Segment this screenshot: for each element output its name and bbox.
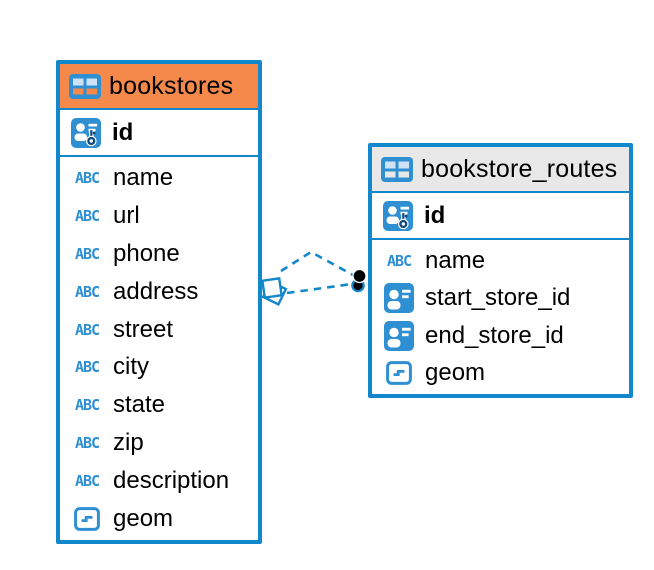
one-end-marker (351, 268, 367, 293)
text-type-icon: ABC (74, 282, 100, 301)
primary-key-icon (69, 118, 103, 148)
column-row[interactable]: ABC address (60, 272, 258, 311)
relationship-connector[interactable] (261, 250, 367, 306)
column-row[interactable]: ABC description (60, 462, 258, 501)
column-label: phone (113, 239, 180, 267)
table-bookstore-routes[interactable]: bookstore_routes id ABC name start_store… (368, 143, 633, 398)
column-row[interactable]: ABC url (60, 196, 258, 235)
text-type-icon: ABC (74, 396, 100, 415)
column-label: url (113, 201, 140, 229)
column-label: geom (113, 505, 174, 533)
column-label: description (113, 467, 230, 495)
many-end-marker (261, 277, 288, 306)
column-label: address (113, 277, 199, 305)
column-row[interactable]: ABC phone (60, 234, 258, 273)
foreign-key-icon (382, 321, 416, 351)
text-type-icon: ABC (386, 251, 412, 270)
table-bookstores[interactable]: bookstores id ABC name ABC url ABC phone… (56, 60, 262, 544)
column-label: state (113, 391, 166, 419)
column-row[interactable]: id (372, 193, 629, 240)
column-label: city (113, 353, 149, 381)
primary-key-icon (381, 201, 415, 231)
text-type-icon: ABC (74, 472, 100, 491)
column-row[interactable]: ABC name (372, 242, 629, 280)
table-title: bookstores (109, 71, 234, 100)
geometry-type-icon (70, 507, 104, 531)
relationship-line-lower[interactable] (286, 282, 353, 295)
table-header[interactable]: bookstores (60, 64, 258, 110)
column-label: name (425, 246, 486, 274)
text-type-icon: ABC (74, 168, 100, 187)
column-label: name (113, 163, 174, 191)
column-label: end_store_id (425, 321, 564, 349)
column-row[interactable]: id (60, 110, 258, 157)
text-type-icon: ABC (74, 206, 100, 225)
table-icon (69, 74, 101, 99)
column-label: start_store_id (425, 284, 571, 312)
column-label: geom (425, 359, 486, 387)
column-label: street (113, 315, 174, 343)
column-row[interactable]: geom (60, 500, 258, 539)
text-type-icon: ABC (74, 244, 100, 263)
table-icon (381, 157, 413, 182)
text-type-icon: ABC (74, 358, 100, 377)
geometry-type-icon (382, 361, 416, 385)
column-row[interactable]: start_store_id (372, 279, 629, 317)
column-row[interactable]: ABC name (60, 159, 258, 197)
table-header[interactable]: bookstore_routes (372, 147, 629, 193)
column-label: id (112, 118, 134, 146)
column-row[interactable]: ABC zip (60, 424, 258, 463)
table-title: bookstore_routes (421, 154, 618, 183)
text-type-icon: ABC (74, 434, 100, 453)
column-label: zip (113, 429, 144, 457)
foreign-key-icon (382, 283, 416, 313)
column-row[interactable]: end_store_id (372, 317, 629, 355)
column-row[interactable]: geom (372, 354, 629, 392)
text-type-icon: ABC (74, 320, 100, 339)
column-label: id (424, 201, 446, 229)
column-row[interactable]: ABC street (60, 310, 258, 349)
column-row[interactable]: ABC state (60, 386, 258, 425)
column-row[interactable]: ABC city (60, 348, 258, 387)
relationship-line-upper[interactable] (280, 250, 354, 277)
